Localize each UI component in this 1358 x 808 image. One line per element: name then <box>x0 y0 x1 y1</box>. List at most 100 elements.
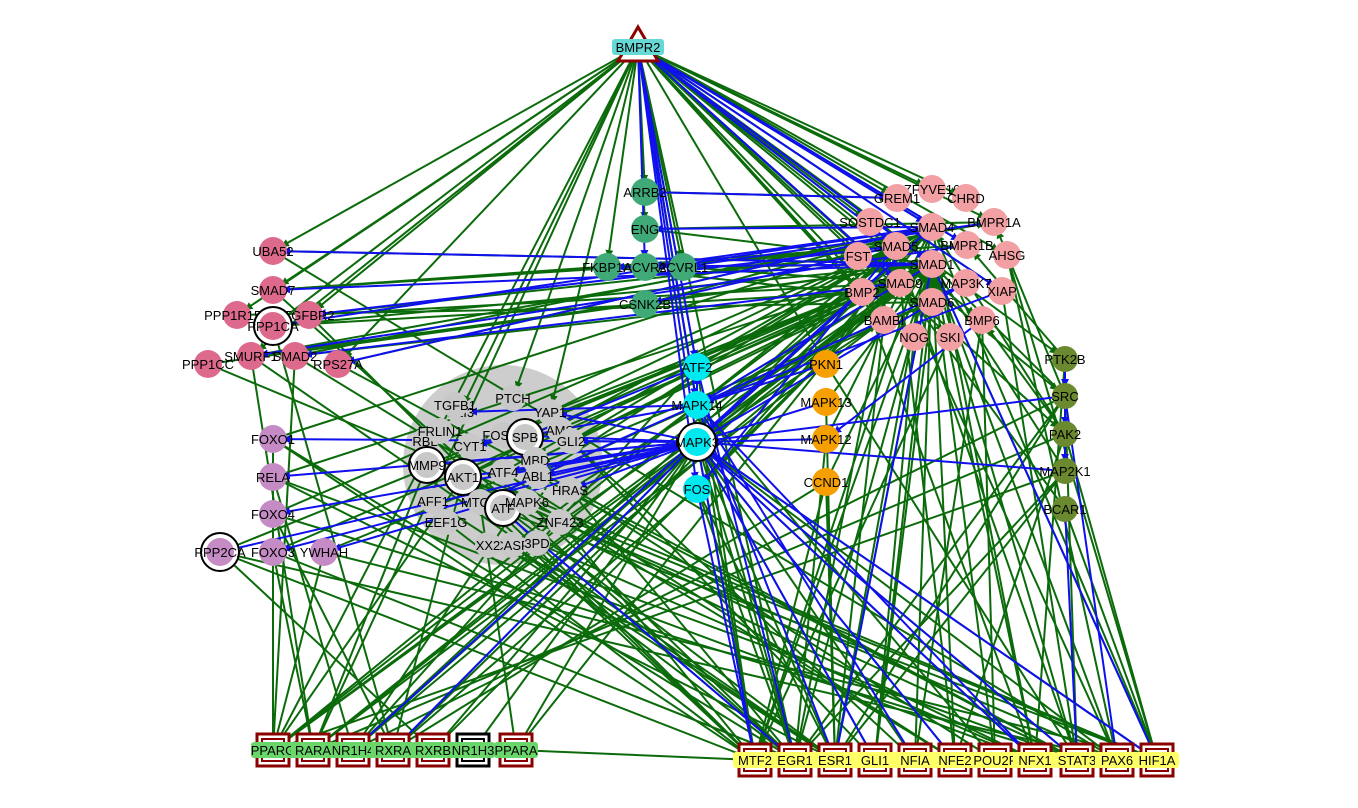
node-rela[interactable]: RELA <box>256 463 290 491</box>
node-esr1[interactable]: ESR1 <box>813 742 857 778</box>
node-mapk14[interactable]: MAPK14 <box>671 391 723 419</box>
node-mapk3[interactable]: MAPK3 <box>675 422 719 462</box>
node-ywhah[interactable]: YWHAH <box>300 538 348 566</box>
node-gli1[interactable]: GLI1 <box>853 742 897 778</box>
node-abl1[interactable]: ABL1 <box>522 463 554 489</box>
node-smad4[interactable]: SMAD4 <box>910 213 955 241</box>
node-chrd[interactable]: CHRD <box>947 184 985 212</box>
node-frlin1[interactable]: FRLIN1 <box>418 418 463 444</box>
node-shape-hif1a <box>1135 752 1179 768</box>
node-mapk6[interactable]: MAPK6 <box>505 489 549 515</box>
node-akt1[interactable]: AKT1 <box>444 458 482 496</box>
node-mapk13[interactable]: MAPK13 <box>800 388 852 416</box>
node-label-bmp2: BMP2 <box>844 285 879 300</box>
node-foxo3[interactable]: FOXO3 <box>251 538 295 566</box>
node-tgf[interactable]: TGFB1 <box>434 392 476 418</box>
node-smad7[interactable]: SMAD7 <box>251 276 296 304</box>
node-atf4[interactable]: ATF4 <box>488 459 519 485</box>
edge-bambi-esr1 <box>832 319 885 752</box>
node-smad1[interactable]: SMAD1 <box>910 250 955 278</box>
node-fst[interactable]: FST <box>844 242 872 270</box>
node-ppp1ca[interactable]: PPP1CA <box>247 306 299 346</box>
node-zfyve16[interactable]: ZFYVE16 <box>904 175 960 203</box>
node-fkbp1a[interactable]: FKBP1A <box>582 253 632 281</box>
node-mtf2[interactable]: MTF2 <box>733 742 777 778</box>
node-casp[interactable]: CASP <box>494 532 530 558</box>
node-ahsg[interactable]: AHSG <box>989 241 1026 269</box>
node-gli2[interactable]: GLI2 <box>557 428 585 454</box>
node-bambi[interactable]: BAMBI <box>864 306 904 334</box>
node-map2k1[interactable]: MAP2K1 <box>1039 458 1091 484</box>
node-bmp2[interactable]: BMP2 <box>844 278 880 306</box>
node-nfia[interactable]: NFIA <box>893 742 937 778</box>
node-pak2[interactable]: PAK2 <box>1049 421 1081 447</box>
node-smad6[interactable]: SMAD6 <box>910 288 955 316</box>
node-bcar1[interactable]: BCAR1 <box>1043 496 1087 522</box>
node-pkn1[interactable]: PKN1 <box>809 350 843 378</box>
node-znf423[interactable]: ZNF423 <box>537 509 584 535</box>
node-sostdc1[interactable]: SOSTDC1 <box>839 208 901 236</box>
node-map3k7[interactable]: MAP3K7 <box>940 269 992 297</box>
node-rara[interactable]: RARA <box>291 732 335 768</box>
node-acvrl1[interactable]: ACVRL1 <box>658 253 709 281</box>
node-nfx1[interactable]: NFX1 <box>1013 742 1057 778</box>
node-cyt1[interactable]: CYT1 <box>453 433 487 459</box>
node-foxo1[interactable]: FOXO1 <box>251 425 295 453</box>
node-ptk2b[interactable]: PTK2B <box>1044 346 1086 372</box>
node-nog[interactable]: NOG <box>899 323 929 351</box>
node-ptch[interactable]: PTCH <box>495 385 531 411</box>
node-eef1g[interactable]: EEF1G <box>425 509 468 535</box>
node-egr1[interactable]: EGR1 <box>773 742 817 778</box>
node-ppp2ca[interactable]: PPP2CA <box>194 532 246 572</box>
node-ski[interactable]: SKI <box>936 323 964 351</box>
node-smad5[interactable]: SMAD5 <box>874 232 919 260</box>
node-stat3[interactable]: STAT3 <box>1055 742 1099 778</box>
node-aff1[interactable]: AFF1 <box>417 488 449 514</box>
node-label-nfx1: NFX1 <box>1018 753 1051 768</box>
node-ppara[interactable]: PPARA <box>494 732 538 768</box>
node-tgfbr2[interactable]: TGFBR2 <box>283 301 335 329</box>
node-bmp6[interactable]: BMP6 <box>964 306 1000 334</box>
node-hras[interactable]: HRAS <box>552 477 588 503</box>
node-label-ppp1ca: PPP1CA <box>247 319 299 334</box>
node-nfe2[interactable]: NFE2 <box>933 742 977 778</box>
node-mmp9[interactable]: MMP9 <box>408 446 446 484</box>
node-rxra[interactable]: RXRA <box>371 732 415 768</box>
node-pax6[interactable]: PAX6 <box>1095 742 1139 778</box>
node-xx2[interactable]: XX2 <box>475 532 501 558</box>
node-mapk12[interactable]: MAPK12 <box>800 425 852 453</box>
node-ppp1cc[interactable]: PPP1CC <box>182 350 234 378</box>
node-ppp1r15a[interactable]: PPP1R15A <box>204 301 270 329</box>
node-eng[interactable]: ENG <box>631 215 659 243</box>
node-hif1a[interactable]: HIF1A <box>1135 742 1179 778</box>
node-pou2f[interactable]: POU2F <box>973 742 1017 778</box>
node-src[interactable]: SRC <box>1051 383 1079 409</box>
node-nr1h4[interactable]: NR1H4 <box>331 732 375 768</box>
node-label-stat3: STAT3 <box>1058 753 1097 768</box>
edge-foxo4-stat3 <box>272 513 1069 759</box>
node-sp[interactable]: SPB <box>506 418 544 456</box>
node-arrb2[interactable]: ARRB2 <box>623 178 667 206</box>
node-ccnd1[interactable]: CCND1 <box>804 468 849 496</box>
node-uba52[interactable]: UBA52 <box>252 237 294 265</box>
node-smad2[interactable]: SMAD2 <box>273 342 318 370</box>
node-label-smad4: SMAD4 <box>910 220 955 235</box>
node-fos[interactable]: FOS <box>683 475 711 503</box>
node-pparg[interactable]: PPARG <box>251 732 296 768</box>
node-xiap[interactable]: XIAP <box>987 277 1017 305</box>
node-foxo4[interactable]: FOXO4 <box>251 500 295 528</box>
node-smad9[interactable]: SMAD9 <box>878 269 923 297</box>
node-grem1[interactable]: GREM1 <box>874 184 920 212</box>
node-nr1h3[interactable]: NR1H3 <box>451 732 495 768</box>
node-bmpr2[interactable]: BMPR2 <box>612 24 664 63</box>
node-bmpr1a[interactable]: BMPR1A <box>967 208 1021 236</box>
edge-map2k1-mapk3 <box>705 439 1066 472</box>
node-rxrb[interactable]: RXRB <box>411 732 455 768</box>
node-smurf1[interactable]: SMURF1 <box>224 342 278 370</box>
node-acvr2[interactable]: ACVR2 <box>623 253 667 281</box>
node-rps27a[interactable]: RPS27A <box>313 350 363 378</box>
node-bmpr1b[interactable]: BMPR1B <box>940 231 994 259</box>
node-atf2[interactable]: ATF2 <box>682 353 713 381</box>
node-csnk2b[interactable]: CSNK2B <box>619 290 671 318</box>
node-spd[interactable]: 3PD <box>524 530 550 556</box>
